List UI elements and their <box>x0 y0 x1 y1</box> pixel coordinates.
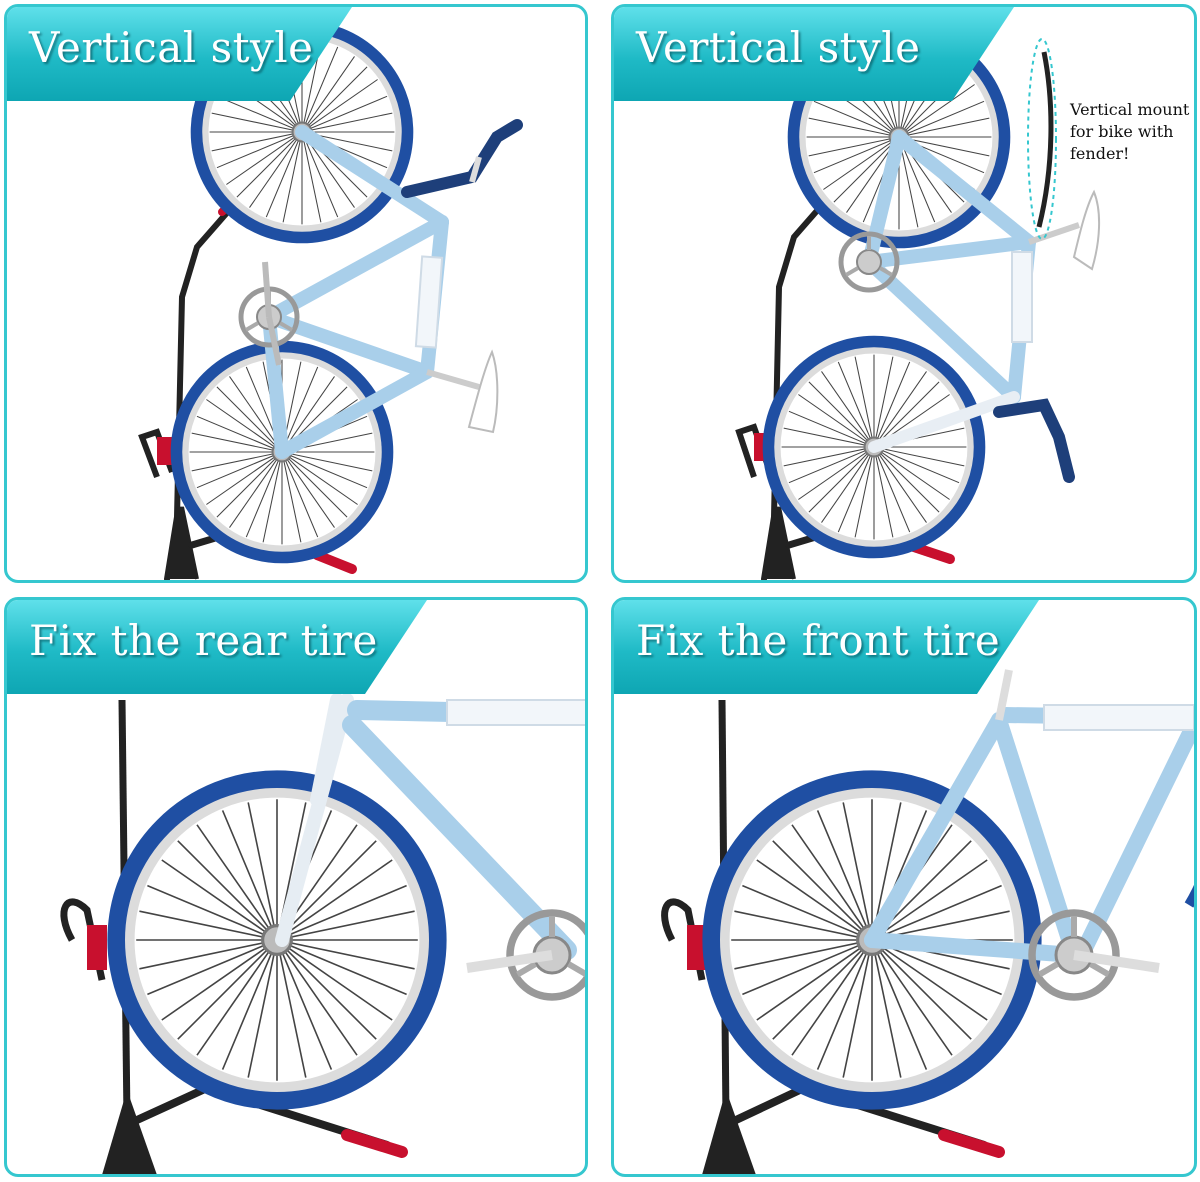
title-banner: Fix the rear tire <box>7 600 427 694</box>
title-banner: Vertical style <box>614 7 1014 101</box>
panel-fix-front-tire: Fix the front tire <box>611 597 1197 1177</box>
panel-title: Fix the rear tire <box>29 616 378 665</box>
panel-title: Vertical style <box>636 23 921 72</box>
panel-title: Vertical style <box>29 23 314 72</box>
bike-on-stand-vertical <box>138 7 523 580</box>
panel-fix-rear-tire: Fix the rear tire <box>4 597 588 1177</box>
panel-vertical-style-1: Vertical style <box>4 4 588 583</box>
bike-front-tire-in-stand <box>661 669 1194 1174</box>
bike-on-stand-vertical-fender <box>735 7 1101 580</box>
title-banner: Fix the front tire <box>614 600 1039 694</box>
panel-title: Fix the front tire <box>636 616 1001 665</box>
panel-vertical-style-2: Vertical style Vertical mount for bike w… <box>611 4 1197 583</box>
fender-note: Vertical mount for bike with fender! <box>1070 100 1190 163</box>
bike-rear-tire-in-stand <box>60 693 585 1174</box>
title-banner: Vertical style <box>7 7 352 101</box>
